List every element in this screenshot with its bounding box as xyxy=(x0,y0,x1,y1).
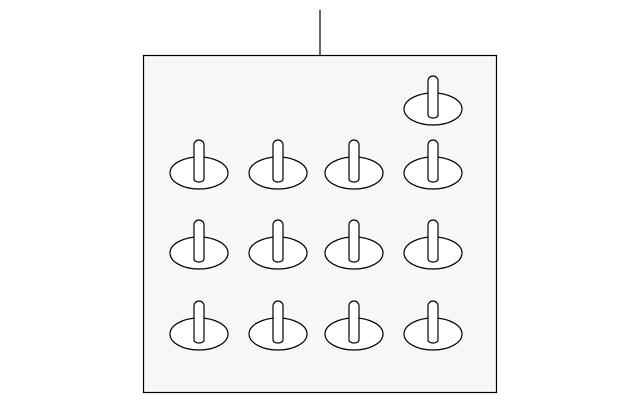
push-pin-clip-icon xyxy=(169,219,229,270)
clip-stem xyxy=(272,219,284,263)
push-pin-clip-icon xyxy=(403,219,463,270)
clip-stem xyxy=(427,75,439,119)
push-pin-clip-icon xyxy=(403,139,463,190)
clip-stem xyxy=(193,219,205,263)
push-pin-clip-icon xyxy=(324,139,384,190)
clip-stem xyxy=(348,219,360,263)
clip-stem xyxy=(348,300,360,344)
push-pin-clip-icon xyxy=(403,75,463,126)
fastener-group xyxy=(169,75,463,351)
clip-stem xyxy=(427,300,439,344)
push-pin-clip-icon xyxy=(403,300,463,351)
push-pin-clip-icon xyxy=(248,300,308,351)
clip-stem xyxy=(193,139,205,183)
push-pin-clip-icon xyxy=(248,139,308,190)
clip-stem xyxy=(272,300,284,344)
push-pin-clip-icon xyxy=(169,300,229,351)
clip-stem xyxy=(272,139,284,183)
clip-stem xyxy=(427,139,439,183)
clip-stem xyxy=(427,219,439,263)
push-pin-clip-icon xyxy=(248,219,308,270)
clip-stem xyxy=(348,139,360,183)
push-pin-clip-icon xyxy=(324,219,384,270)
push-pin-clip-icon xyxy=(169,139,229,190)
clip-stem xyxy=(193,300,205,344)
push-pin-clip-icon xyxy=(324,300,384,351)
